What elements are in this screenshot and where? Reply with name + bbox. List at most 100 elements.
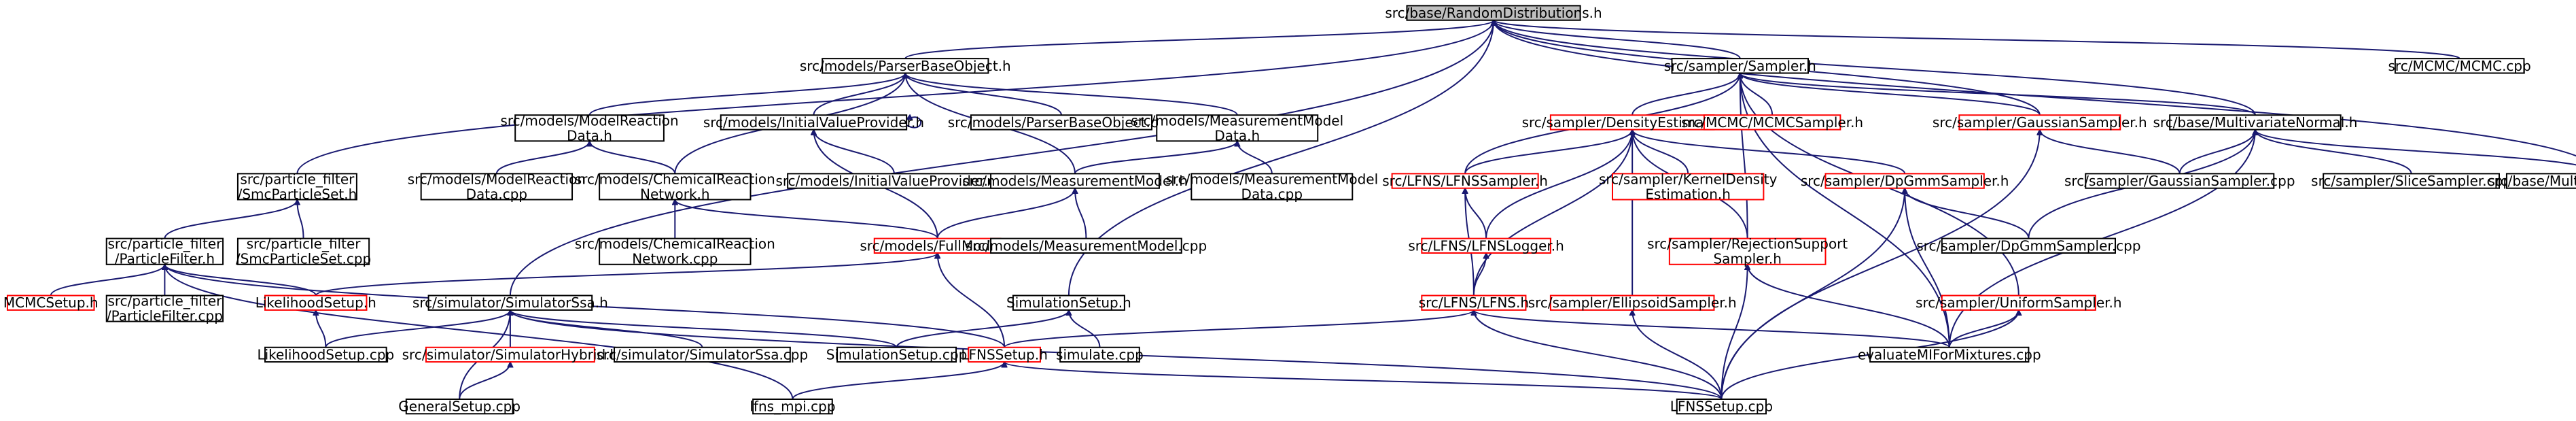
include-edge (1721, 188, 1905, 399)
node-label: src/models/MeasurementModel (1131, 112, 1343, 129)
node-box (1549, 294, 1715, 311)
include-edge (1472, 253, 1486, 296)
node-label: src/base/MultivariateNormal.cpp (2488, 173, 2576, 189)
node-box (2169, 114, 2342, 131)
node-box (236, 237, 370, 265)
node-label: Data.cpp (466, 186, 528, 202)
include-edge (904, 19, 1494, 60)
include-edge (1748, 265, 1950, 348)
file-node-lfnssetup-cpp[interactable]: LFNSSetup.cpp (1670, 399, 1773, 415)
node-label: Network.cpp (632, 251, 718, 267)
node-label: evaluateMIForMixtures.cpp (1858, 346, 2041, 363)
file-node-simulate-cpp[interactable]: simulate.cpp (1056, 346, 1144, 363)
file-node-spset-h[interactable]: src/particle_filter/SmcParticleSet.h (236, 171, 357, 202)
include-edge (1494, 20, 2256, 116)
node-box (1869, 346, 2030, 363)
file-node-pbo-h[interactable]: src/models/ParserBaseObject.h (800, 58, 1011, 74)
file-node-us-h[interactable]: src/sampler/UniformSampler.h (1916, 294, 2122, 311)
include-edge (1740, 73, 1774, 116)
node-box (105, 237, 224, 265)
file-node-es-h[interactable]: src/sampler/EllipsoidSampler.h (1528, 294, 1737, 311)
node-label: SimulationSetup.cpp (826, 346, 968, 363)
file-node-lhs-h[interactable]: LikelihoodSetup.h (255, 294, 376, 311)
file-node-lfnssetup-h[interactable]: LFNSSetup.h (961, 346, 1048, 363)
file-node-mvn-h[interactable]: src/base/MultivariateNormal.h (2153, 114, 2357, 131)
file-node-ivp-h[interactable]: src/models/InitialValueProvider.h (703, 114, 924, 131)
node-box (970, 114, 1153, 131)
file-node-mm-h[interactable]: src/models/MeasurementModel.h (962, 173, 1188, 189)
file-node-sampler-h[interactable]: src/sampler/Sampler.h (1664, 58, 1816, 74)
include-edge (1905, 188, 1950, 348)
file-node-gs-h[interactable]: src/sampler/GaussianSampler.h (1933, 114, 2147, 131)
include-edge (905, 73, 1062, 116)
file-node-lfnsmpi-cpp[interactable]: lfns_mpi.cpp (749, 399, 835, 415)
include-edge (813, 73, 905, 116)
file-node-mcmc-cpp[interactable]: src/MCMC/MCMC.cpp (2388, 58, 2531, 74)
file-node-dpgmm-h[interactable]: src/sampler/DpGmmSampler.h (1801, 173, 2009, 189)
include-edge (1485, 130, 1632, 239)
include-edge (510, 309, 898, 348)
node-label: src/models/MeasurementModel.h (962, 173, 1188, 189)
node-box (2505, 173, 2576, 189)
include-edge (1464, 130, 1632, 174)
file-node-simssa-cpp[interactable]: src/simulator/SimulatorSsa.cpp (597, 346, 809, 363)
file-node-lhs-cpp[interactable]: LikelihoodSetup.cpp (257, 346, 394, 363)
node-label: /ParticleFilter.h (115, 251, 215, 267)
file-node-pfilter-cpp[interactable]: src/particle_filter/ParticleFilter.cpp (105, 293, 224, 324)
file-node-emfm-cpp[interactable]: evaluateMIForMixtures.cpp (1858, 346, 2041, 363)
file-node-pfilter-h[interactable]: src/particle_filter/ParticleFilter.h (105, 236, 224, 267)
node-label: src/models/ModelReaction (500, 112, 678, 129)
file-node-lfns-h[interactable]: src/LFNS/LFNS.h (1419, 294, 1529, 311)
include-edge (905, 73, 1238, 116)
node-box (822, 58, 989, 74)
file-node-gs-cpp[interactable]: src/sampler/GaussianSampler.cpp (2064, 173, 2295, 189)
node-label: MCMCSetup.h (3, 294, 99, 311)
include-edge (2255, 130, 2412, 174)
include-edge (495, 141, 590, 174)
node-label: src/simulator/SimulatorSsa.h (412, 294, 608, 311)
node-label: src/sampler/KernelDensity (1599, 171, 1778, 187)
file-node-lfnsl-h[interactable]: src/LFNS/LFNSLogger.h (1408, 237, 1564, 254)
file-node-root[interactable]: src/base/RandomDistributions.h (1385, 5, 1602, 21)
node-label: LikelihoodSetup.h (255, 294, 376, 311)
include-edge (1494, 20, 2576, 157)
node-box (514, 114, 665, 142)
node-label: src/models/ChemicalReaction (575, 236, 775, 252)
node-box (264, 294, 368, 311)
node-label: src/models/ParserBaseObject.cpp (948, 114, 1176, 131)
file-node-slice-cpp[interactable]: src/sampler/SliceSampler.cpp (2311, 173, 2511, 189)
include-edge (1074, 141, 1237, 174)
node-box (1421, 294, 1527, 311)
node-box (752, 398, 833, 415)
include-edge (1004, 362, 1723, 400)
file-node-lfnss-h[interactable]: src/LFNS/LFNSSampler.h (1382, 173, 1548, 189)
file-node-ivp-cpp[interactable]: src/models/InitialValueProvider.cpp (775, 173, 1012, 189)
file-node-mcmcs-h[interactable]: src/MCMC/MCMCSampler.h (1681, 114, 1863, 131)
file-node-mvn-cpp[interactable]: src/base/MultivariateNormal.cpp (2488, 173, 2576, 189)
file-node-mm-cpp[interactable]: src/models/MeasurementModel.cpp (966, 237, 1207, 254)
node-label: src/MCMC/MCMCSampler.h (1681, 114, 1863, 131)
dependency-edges (50, 19, 2576, 400)
file-node-simsetup-cpp[interactable]: SimulationSetup.cpp (826, 346, 968, 363)
include-edge (1740, 73, 1748, 239)
file-node-simssa-h[interactable]: src/simulator/SimulatorSsa.h (412, 294, 608, 311)
file-node-gensetup-cpp[interactable]: GeneralSetup.cpp (398, 399, 521, 415)
node-label: src/MCMC/MCMC.cpp (2388, 58, 2531, 74)
file-node-mcmcsetup-h[interactable]: MCMCSetup.h (3, 294, 99, 311)
file-node-pbo-cpp[interactable]: src/models/ParserBaseObject.cpp (948, 114, 1176, 131)
file-node-dpgmm-cpp[interactable]: src/sampler/DpGmmSampler.cpp (1916, 237, 2140, 254)
node-box (1190, 173, 1354, 201)
file-node-spset-cpp[interactable]: src/particle_filter/SmcParticleSet.cpp (236, 236, 371, 267)
file-node-simsetup-h[interactable]: SimulationSetup.h (1006, 294, 1131, 311)
node-label: src/simulator/SimulatorSsa.cpp (597, 346, 809, 363)
include-edge (675, 199, 938, 239)
file-node-simhyb-h[interactable]: src/simulator/SimulatorHybrid.h (402, 346, 619, 363)
